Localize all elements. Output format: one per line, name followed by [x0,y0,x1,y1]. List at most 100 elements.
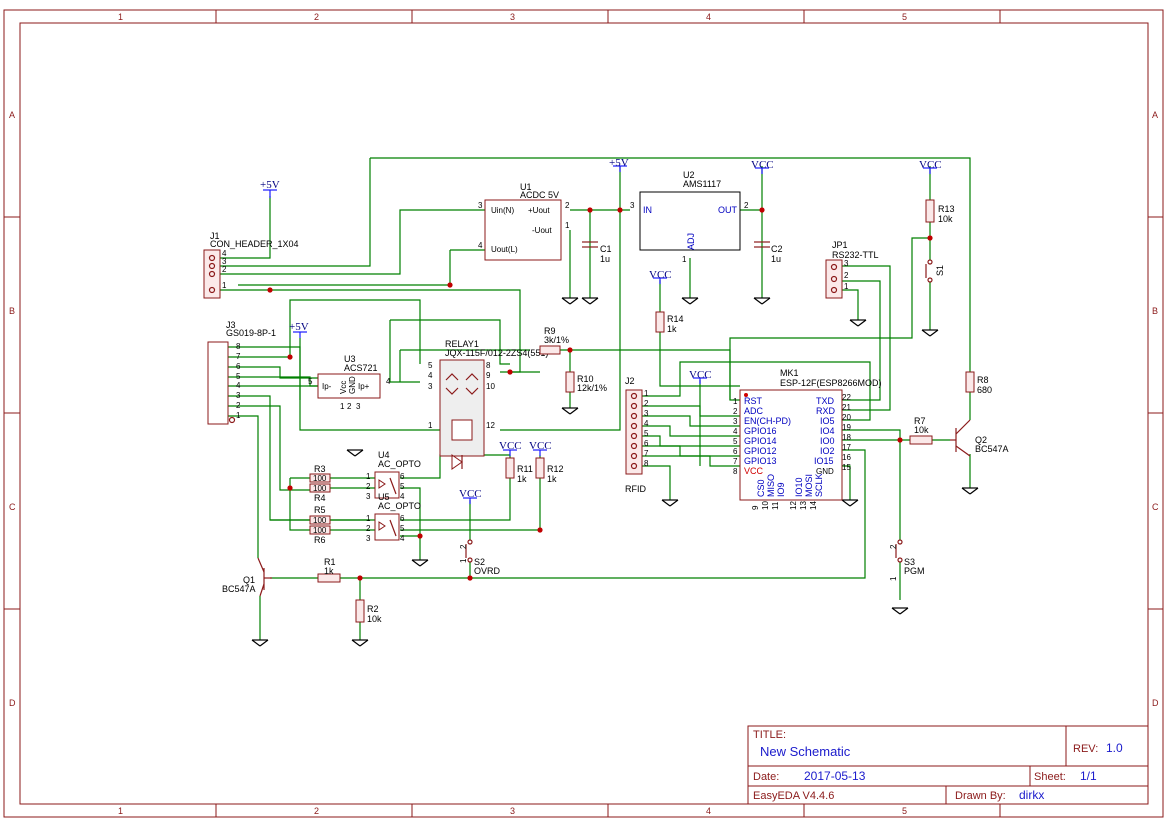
svg-text:IO0: IO0 [820,436,835,446]
svg-text:5: 5 [644,429,649,438]
svg-text:ADJ: ADJ [686,233,696,250]
power-5v-u1: +5V [609,157,629,172]
svg-text:AC_OPTO: AC_OPTO [378,459,421,469]
svg-text:2: 2 [565,201,570,210]
title-label: TITLE: [753,729,786,741]
svg-text:Q2: Q2 [975,435,987,445]
resistor-r4: 100 R4 [309,483,331,503]
svg-text:1: 1 [889,576,898,581]
power-flags: +5V +5V +5V VCC VCC VCC VCC VCC VCC VCC [260,157,942,504]
col-label-bottom: 4 [706,806,711,816]
date-value: 2017-05-13 [804,769,866,783]
svg-text:4: 4 [236,381,241,390]
svg-text:6: 6 [644,439,649,448]
svg-text:OVRD: OVRD [474,566,501,576]
svg-text:GND: GND [816,467,834,476]
rev-value: 1.0 [1106,741,1123,755]
capacitor-c1: C1 1u [582,241,612,264]
col-label-bottom: 3 [510,806,515,816]
power-vcc-j2: VCC [689,369,712,384]
svg-text:10k: 10k [938,214,953,224]
svg-text:8: 8 [486,361,491,370]
optocoupler-u4: U4 AC_OPTO 1 2 3 6 5 4 [366,450,421,501]
svg-text:MK1: MK1 [780,368,799,378]
resistor-r10: R10 12k/1% [565,371,607,393]
svg-text:C2: C2 [771,244,783,254]
svg-text:10: 10 [761,501,770,510]
svg-text:OUT: OUT [718,205,738,215]
svg-text:MOSI: MOSI [804,474,814,497]
svg-text:16: 16 [842,453,851,462]
svg-text:2: 2 [347,402,352,411]
svg-text:1: 1 [733,397,738,406]
drawing-frame: 1 2 3 4 5 1 2 3 4 5 A B C D A B C D [3,9,1164,818]
svg-text:2: 2 [236,401,241,410]
svg-text:ADC: ADC [744,406,764,416]
svg-text:680: 680 [977,385,992,395]
svg-text:9: 9 [751,505,760,510]
date-label: Date: [753,771,779,783]
svg-text:R1: R1 [324,557,336,567]
svg-text:2: 2 [744,201,749,210]
svg-text:Vcc: Vcc [339,381,348,394]
row-label-left: B [9,306,15,316]
svg-text:+5V: +5V [260,179,280,191]
svg-text:3: 3 [366,492,371,501]
svg-text:R10: R10 [577,374,594,384]
svg-text:1: 1 [340,402,345,411]
optocoupler-u5: U5 AC_OPTO 1 2 3 6 5 4 [366,492,421,543]
svg-text:1: 1 [459,558,468,563]
col-label-bottom: 2 [314,806,319,816]
row-label-right: A [1152,110,1158,120]
svg-text:5: 5 [733,437,738,446]
svg-text:R3: R3 [314,464,326,474]
svg-text:J3: J3 [226,320,236,330]
svg-text:R6: R6 [314,535,326,545]
svg-text:VCC: VCC [529,440,552,452]
connector-j3: J3 GS019-8P-1 8 7 6 5 4 3 2 1 [207,320,276,425]
svg-text:3: 3 [478,201,483,210]
svg-text:100: 100 [313,484,327,493]
svg-text:C1: C1 [600,244,612,254]
svg-text:6: 6 [236,362,241,371]
svg-text:MISO: MISO [766,474,776,497]
svg-text:VCC: VCC [919,159,942,171]
svg-text:2: 2 [733,407,738,416]
svg-text:7: 7 [644,449,649,458]
svg-text:12: 12 [486,421,495,430]
svg-text:4: 4 [222,249,227,258]
svg-text:R5: R5 [314,505,326,515]
svg-text:RFID: RFID [625,484,646,494]
power-5v-u3: +5V [289,321,309,338]
svg-text:BC547A: BC547A [222,584,256,594]
col-label-top: 5 [902,12,907,22]
svg-text:1: 1 [428,421,433,430]
svg-text:JQX-115F/012-2ZS4(551): JQX-115F/012-2ZS4(551) [445,348,548,358]
svg-text:R11: R11 [517,464,533,474]
switch-s2: S2 OVRD 2 1 [459,539,501,576]
svg-text:IO5: IO5 [820,416,835,426]
connector-jp1: JP1 RS232-TTL 3 2 1 [825,240,879,299]
svg-text:S3: S3 [904,557,915,567]
resistor-r9: R9 3k/1% [539,326,569,355]
svg-text:GND: GND [348,376,357,394]
resistor-r12: R12 1k [535,457,564,484]
power-vcc-r12: VCC [529,440,552,456]
power-vcc-s2: VCC [459,488,482,504]
svg-text:3: 3 [630,201,635,210]
svg-text:2: 2 [222,265,227,274]
svg-text:R4: R4 [314,493,326,503]
svg-text:3k/1%: 3k/1% [544,335,569,345]
svg-text:R12: R12 [547,464,564,474]
sensor-u3: U3 ACS721 Ip- Ip+ Vcc GND 5 4 1 2 3 [308,354,391,411]
svg-text:4: 4 [386,377,391,386]
power-vcc-r11: VCC [499,440,522,456]
ground-symbols [251,297,979,647]
svg-text:1: 1 [644,389,649,398]
svg-text:3: 3 [428,382,433,391]
relay-relay1: RELAY1 JQX-115F/012-2ZS4(551) 5 4 3 8 9 … [428,339,548,470]
svg-text:IN: IN [643,205,652,215]
svg-text:4: 4 [428,371,433,380]
svg-text:R2: R2 [367,604,379,614]
module-u1-acdc: U1 ACDC 5V Uin(N) +Uout -Uout Uout(L) 3 … [478,182,570,261]
